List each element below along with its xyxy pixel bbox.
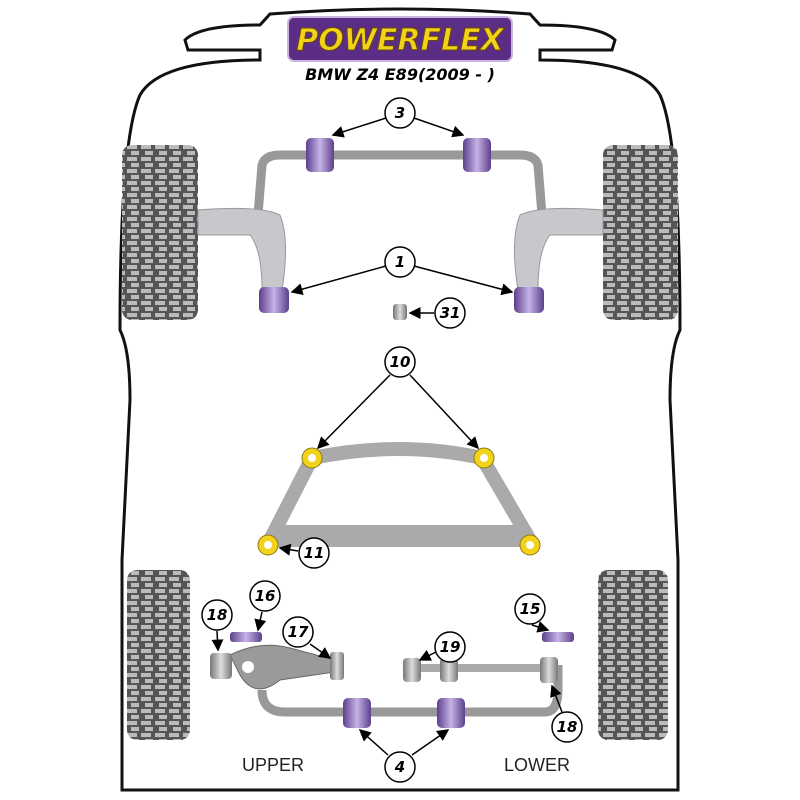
- callout-17: 17: [282, 616, 314, 648]
- bushing-15: [542, 632, 574, 642]
- svg-text:15: 15: [520, 600, 541, 618]
- front-anti-roll-bar: [253, 150, 547, 216]
- callout-11: 11: [298, 537, 330, 569]
- callout-18-lower: 18: [551, 711, 583, 743]
- vehicle-model: BMW Z4 E89(2009 - ): [305, 65, 495, 84]
- front-arm-right: [513, 207, 604, 291]
- tyre-rear-right: [598, 570, 668, 740]
- svg-text:17: 17: [288, 623, 309, 641]
- callout-31: 31: [434, 297, 466, 329]
- callout-10: 10: [384, 346, 416, 378]
- callout-4: 4: [384, 751, 416, 783]
- bushing-18-right: [540, 657, 558, 683]
- svg-text:16: 16: [255, 587, 276, 605]
- front-arm-left: [197, 207, 287, 291]
- svg-text:19: 19: [440, 638, 461, 656]
- bushing-31: [393, 304, 407, 320]
- callout-16: 16: [249, 580, 281, 612]
- callout-19: 19: [434, 631, 466, 663]
- bushing-18-left: [210, 653, 232, 679]
- bushing-3-right: [463, 138, 491, 172]
- svg-text:10: 10: [390, 353, 411, 371]
- callout-18-upper: 18: [201, 599, 233, 631]
- callout-1: 1: [384, 246, 416, 278]
- svg-text:31: 31: [440, 304, 461, 322]
- bushing-4-right: [437, 698, 465, 728]
- svg-text:11: 11: [304, 544, 325, 562]
- svg-text:POWERFLEX: POWERFLEX: [296, 23, 505, 58]
- callout-3: 3: [384, 97, 416, 129]
- bushing-17: [330, 652, 344, 680]
- svg-text:18: 18: [207, 606, 228, 624]
- tyre-front-right: [603, 145, 678, 320]
- label-lower: LOWER: [504, 755, 570, 775]
- bushing-16: [230, 632, 262, 642]
- bushing-1-left: [259, 287, 289, 313]
- bushing-1-right: [514, 287, 544, 313]
- label-upper: UPPER: [242, 755, 304, 775]
- bushing-4-left: [343, 698, 371, 728]
- car-body-outline: [118, 7, 682, 792]
- callout-arrows: [211, 117, 563, 756]
- tyre-front-left: [122, 145, 198, 320]
- svg-text:4: 4: [394, 758, 405, 776]
- bushing-3-left: [306, 138, 334, 172]
- powerflex-logo: POWERFLEX: [287, 16, 513, 62]
- svg-text:3: 3: [395, 104, 405, 122]
- callout-15: 15: [514, 593, 546, 625]
- svg-text:18: 18: [557, 718, 578, 736]
- svg-text:1: 1: [395, 253, 405, 271]
- tyre-rear-left: [127, 570, 190, 740]
